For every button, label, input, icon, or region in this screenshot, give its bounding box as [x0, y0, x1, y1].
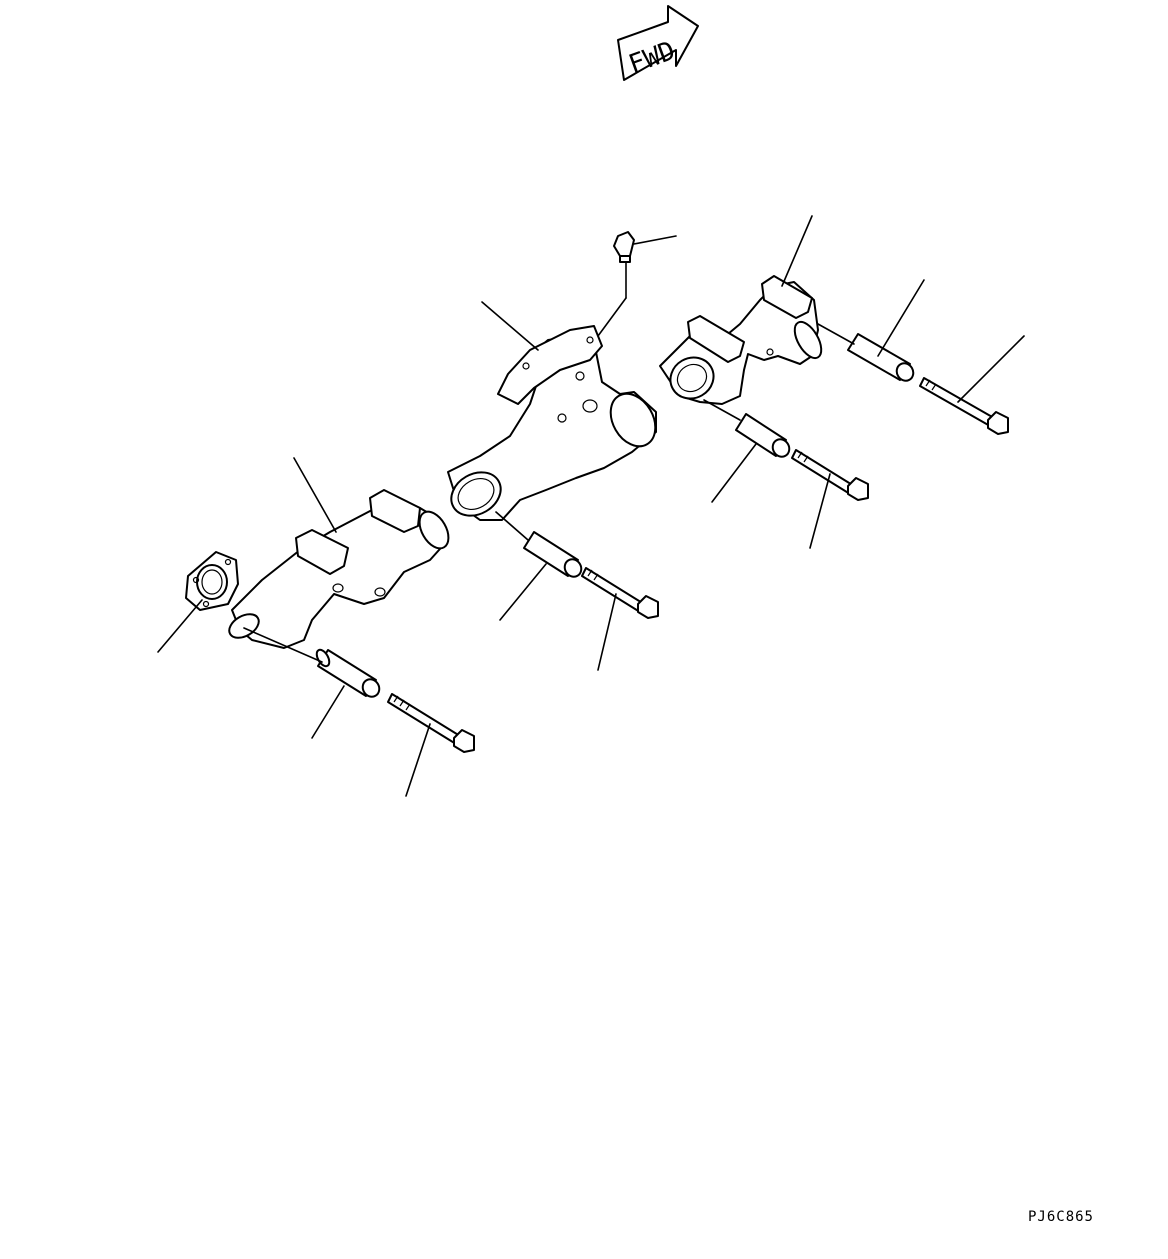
gasket-left: [185, 551, 239, 611]
bolt-right-lower: [791, 449, 869, 501]
leader-line: [817, 323, 855, 345]
bolt-center: [581, 567, 659, 619]
spacer-left: [315, 648, 381, 698]
leader-line: [877, 279, 925, 357]
leader-line: [311, 685, 345, 739]
leader-line: [293, 457, 337, 533]
exhaust-manifold-center: [447, 325, 657, 521]
leader-line: [703, 399, 741, 421]
leader-line: [597, 593, 617, 671]
spacer-right-upper: [847, 333, 915, 382]
leader-line: [781, 215, 813, 287]
drawing-code: PJ6C865: [1027, 1209, 1094, 1225]
plug-fitting: [613, 231, 635, 263]
leader-line: [957, 335, 1025, 403]
leader-line: [809, 473, 831, 549]
fwd-arrow-icon: FWD: [617, 5, 699, 81]
leader-line: [481, 301, 539, 351]
bolt-right-upper: [919, 377, 1009, 435]
leader-line: [157, 599, 203, 653]
leader-line: [499, 563, 547, 621]
leader-line: [597, 297, 627, 337]
bolt-left: [387, 693, 475, 753]
exhaust-manifold-left: [228, 489, 450, 649]
leader-line: [633, 235, 677, 245]
spacer-right-lower: [735, 413, 791, 458]
spacer-center: [523, 531, 583, 578]
exhaust-manifold-right: [659, 275, 823, 405]
leader-line: [711, 443, 757, 503]
leader-line: [495, 511, 529, 541]
leader-line: [405, 723, 431, 797]
leader-line: [243, 627, 323, 663]
